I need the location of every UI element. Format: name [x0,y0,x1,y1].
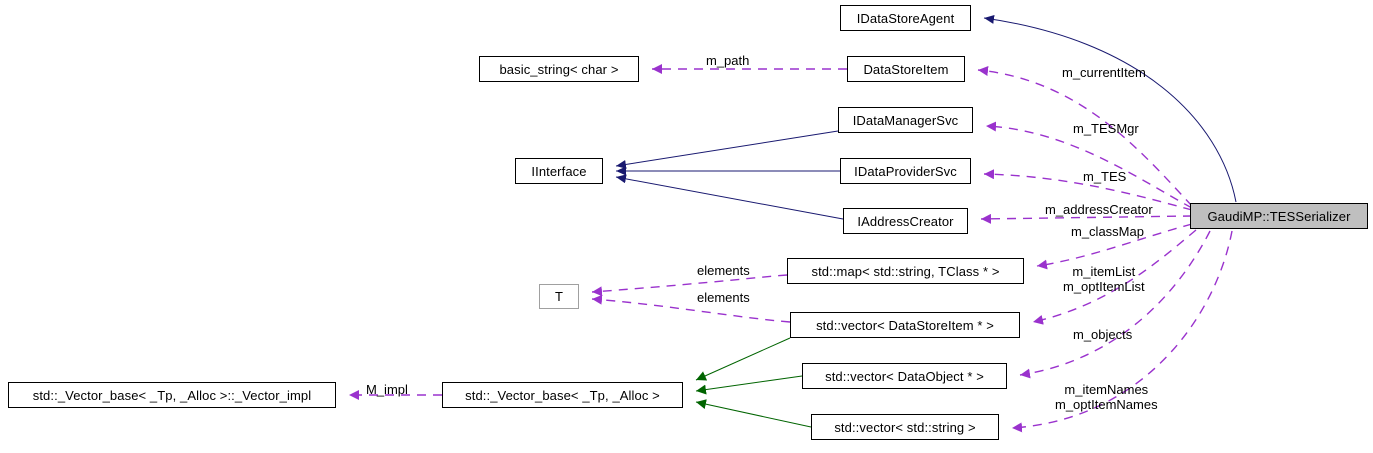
edge-label-m-itemnames-line2: m_optItemNames [1055,397,1158,412]
node-std-vector-base-vector-impl[interactable]: std::_Vector_base< _Tp, _Alloc >::_Vecto… [8,382,336,408]
edge-label-m-tesmgr: m_TESMgr [1073,121,1139,136]
edge-template-vec-dataobject [695,375,803,395]
node-iinterface[interactable]: IInterface [515,158,603,184]
edge-label-m-path: m_path [706,53,750,68]
edge-usage-elements-map [591,274,788,297]
edge-label-m-addresscreator: m_addressCreator [1045,202,1153,217]
node-std-vector-datastoreitem[interactable]: std::vector< DataStoreItem * > [790,312,1020,338]
edge-inherit-idatastoreagent [983,14,1237,203]
edge-label-m-itemnames-line1: m_itemNames [1064,382,1149,397]
node-idatastoreagent[interactable]: IDataStoreAgent [840,5,971,31]
edge-label-m-itemlist: m_itemList m_optItemList [1063,264,1145,294]
edge-label-m-currentitem: m_currentItem [1062,65,1146,80]
node-iaddresscreator[interactable]: IAddressCreator [843,208,968,234]
node-idatamanagersvc[interactable]: IDataManagerSvc [838,107,973,133]
edge-usage-m-addresscreator [980,213,1193,224]
edge-template-vec-datastoreitem [695,337,791,381]
node-datastoreitem[interactable]: DataStoreItem [847,56,965,82]
edge-label-m-itemlist-line2: m_optItemList [1063,279,1145,294]
edge-label-elements-map: elements [697,263,750,278]
node-std-vector-dataobject[interactable]: std::vector< DataObject * > [802,363,1007,389]
node-t[interactable]: T [539,284,579,309]
edge-usage-m-objects [1019,230,1211,379]
edge-label-elements-vec: elements [697,290,750,305]
node-std-map-string-tclass[interactable]: std::map< std::string, TClass * > [787,258,1024,284]
edge-usage-m-tes [983,169,1193,211]
node-std-vector-base[interactable]: std::_Vector_base< _Tp, _Alloc > [442,382,683,408]
node-std-vector-string[interactable]: std::vector< std::string > [811,414,999,440]
edge-inherit-iaddresscreator [615,174,844,220]
edge-label-m-impl: M_impl [366,382,408,397]
edge-usage-m-currentitem [977,66,1193,207]
edge-template-vec-string [695,399,812,428]
edge-usage-m-itemlist [1032,229,1197,325]
edge-usage-elements-vec [591,294,791,323]
node-basic-string[interactable]: basic_string< char > [479,56,639,82]
node-gaudimp-tesserializer[interactable]: GaudiMP::TESSerializer [1190,203,1368,229]
node-idataprovidersvc[interactable]: IDataProviderSvc [840,158,971,184]
edge-label-m-itemnames: m_itemNames m_optItemNames [1055,382,1158,412]
edge-label-m-tes: m_TES [1083,169,1127,184]
edge-label-m-objects: m_objects [1073,327,1133,342]
edge-usage-m-itemnames [1011,230,1233,433]
edge-usage-m-classmap [1036,223,1193,270]
edge-usage-m-tesmgr [985,121,1193,209]
edge-inherit-idatamanagersvc [615,130,839,169]
edge-label-m-itemlist-line1: m_itemList [1072,264,1136,279]
edge-label-m-classmap: m_classMap [1071,224,1144,239]
